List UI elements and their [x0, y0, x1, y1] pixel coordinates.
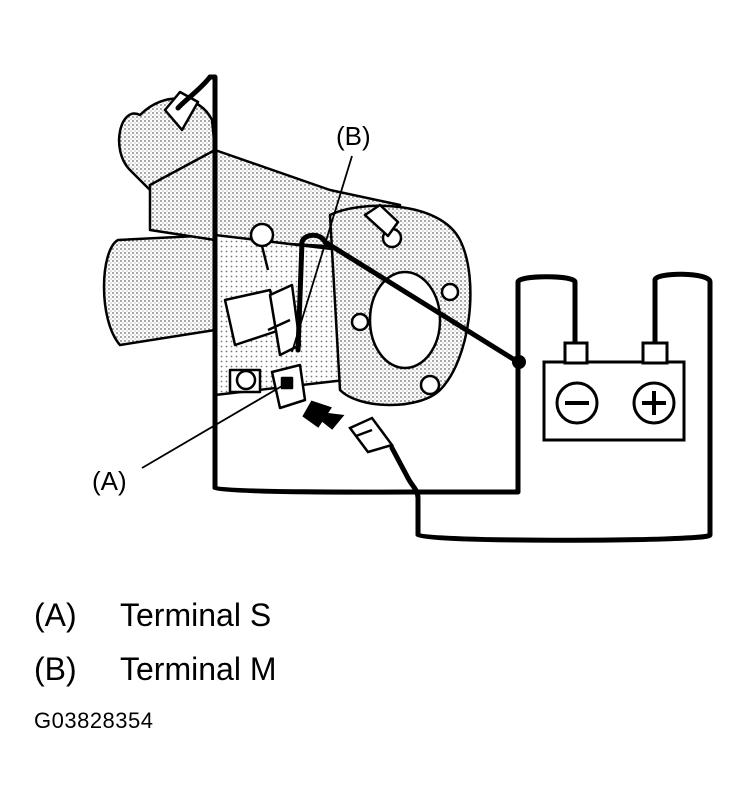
leader-lines: [141, 155, 353, 469]
junction-dot: [512, 355, 526, 369]
legend-text-terminal-s: Terminal S: [120, 597, 272, 633]
disconnected-lead-connector: [302, 400, 395, 454]
figure-id: G03828354: [34, 708, 154, 733]
starter-motor: [102, 90, 472, 410]
legend-text-terminal-m: Terminal M: [120, 651, 277, 687]
legend-key-a: (A): [34, 597, 77, 633]
leader-line-b: [291, 155, 353, 353]
leader-line-a: [141, 385, 283, 469]
legend-item-terminal-m: (B) Terminal M: [34, 642, 534, 696]
legend-key-b: (B): [34, 651, 77, 687]
legend-item-terminal-s: (A) Terminal S: [34, 588, 534, 642]
wiring-diagram: (A) (B): [92, 74, 713, 543]
legend: (A) Terminal S (B) Terminal M: [34, 588, 534, 696]
battery-positive-post: [641, 341, 669, 365]
battery: [542, 341, 686, 442]
battery-negative-post: [563, 341, 589, 365]
callout-label-b: (B): [336, 121, 371, 151]
callout-label-a: (A): [92, 466, 127, 496]
